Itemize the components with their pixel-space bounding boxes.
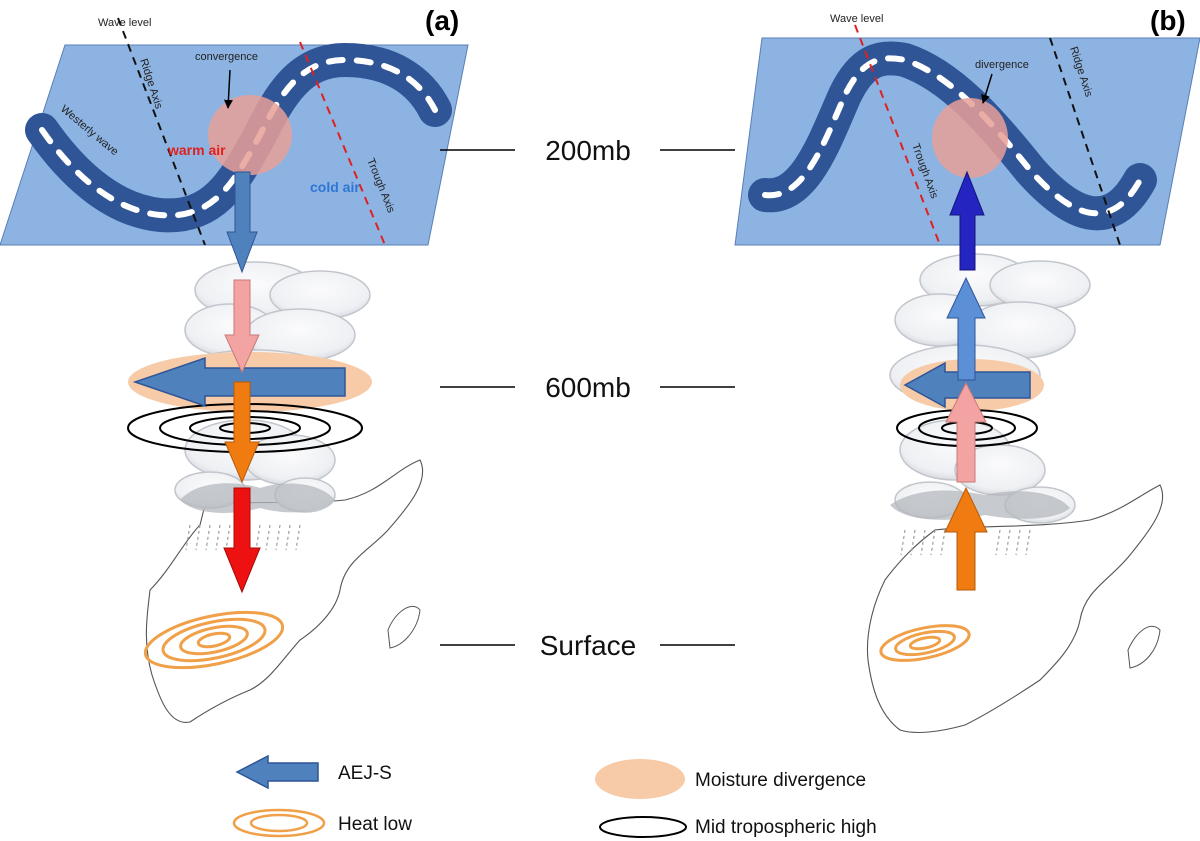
arrow-steel-down-a (226, 171, 258, 274)
legend-heat-low-label: Heat low (338, 814, 412, 835)
legend-aej-icon (235, 754, 319, 790)
rain-b (900, 529, 1031, 556)
land-outline-b (866, 484, 1164, 734)
cold-air-label-a: cold air (310, 179, 360, 195)
arrow-orange-up-b (944, 486, 988, 591)
arrow-red-down-a (223, 487, 261, 594)
wave-flow-arrows-b (762, 55, 1143, 217)
trough-axis-line-b (854, 24, 941, 246)
wave-level-label-b: Wave level (830, 13, 883, 25)
legend-mid-high-label: Mid tropospheric high (695, 817, 877, 838)
level-labels: 200mb 600mb Surface (440, 135, 735, 661)
cloud-base-a (180, 483, 335, 513)
cloud-base-b (890, 490, 1070, 520)
convergence-pointer-a (223, 69, 233, 109)
warm-air-label-a: warm air (167, 142, 226, 158)
heat-low-a (143, 610, 285, 670)
panel-a-label: (a) (425, 5, 459, 36)
arrow-orange-down-a (224, 381, 260, 484)
island-a (387, 605, 421, 649)
legend-heat-low-icon (232, 808, 326, 838)
level-surface-label: Surface (540, 630, 637, 661)
island-b (1127, 625, 1161, 669)
legend-moisture-icon (595, 759, 685, 799)
level-200mb-label: 200mb (545, 135, 631, 166)
wave-level-label-a: Wave level (98, 17, 151, 29)
divergence-region-b (932, 98, 1008, 178)
arrow-navy-up-b (949, 170, 985, 271)
trough-axis-line-a (299, 41, 386, 246)
legend-mid-high-icon (599, 816, 687, 838)
divergence-pointer-b (981, 73, 993, 104)
arrow-skyblue-up-b (946, 276, 986, 381)
heat-low-b (879, 624, 971, 662)
legend: AEJ-S Heat low Moisture divergence Mid t… (232, 754, 877, 838)
ridge-axis-line-b (1049, 37, 1121, 246)
legend-moisture-label: Moisture divergence (695, 770, 866, 791)
arrow-pink-up-b (945, 381, 987, 483)
convergence-label-a: convergence (195, 51, 258, 63)
level-600mb-label: 600mb (545, 372, 631, 403)
land-outline-a (145, 459, 424, 723)
panel-b: (b) Wave level Trough Axis Ridge Axis di… (734, 5, 1200, 734)
ridge-axis-line-a (117, 17, 206, 246)
legend-aej-label: AEJ-S (338, 763, 392, 784)
convergence-region-a (208, 95, 292, 175)
panel-a: (a) Wave level Ridge Axis Trough Axis co… (0, 5, 469, 723)
panel-b-label: (b) (1150, 5, 1186, 36)
divergence-label-b: divergence (975, 59, 1029, 71)
arrow-pink-down-a (224, 279, 260, 374)
